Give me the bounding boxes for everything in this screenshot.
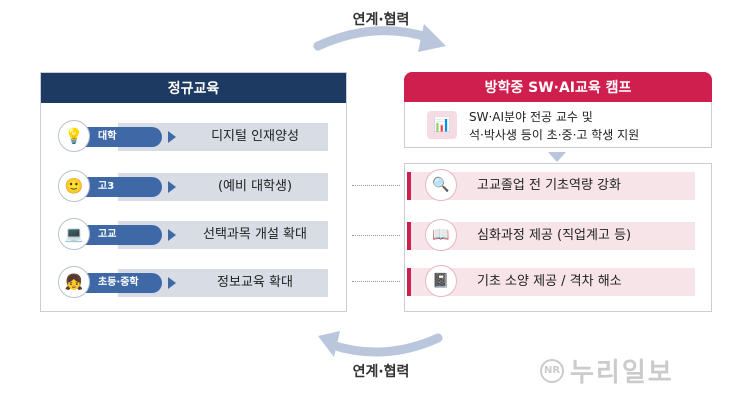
book-icon: 📖: [425, 219, 457, 251]
row-high-school-3: 고3 🙂 (예비 대학생): [58, 170, 328, 202]
dotted-connector: [352, 235, 400, 236]
level-pill: 고3: [70, 177, 162, 197]
row-university: 대학 💡 디지털 인재양성: [58, 120, 328, 152]
presentation-icon: 📊: [427, 111, 457, 139]
program-text: 고교졸업 전 기초역량 강화: [477, 178, 621, 193]
row-text: (예비 대학생): [217, 179, 293, 194]
bottom-arrow-head: [318, 331, 340, 357]
lightbulb-icon: 💡: [58, 120, 90, 152]
level-pill: 대학: [70, 127, 162, 147]
top-arrow-head: [418, 24, 446, 52]
notebook-icon: 📓: [425, 265, 457, 297]
down-arrow-icon: [548, 152, 566, 162]
play-arrow-icon: [168, 181, 176, 193]
watermark-mark: NR: [540, 358, 564, 383]
regular-education-panel: 정규교육 대학 💡 디지털 인재양성 고3 🙂 (예비 대학생) 고교 💻 선택…: [40, 72, 347, 312]
watermark-text: 누리일보: [570, 358, 674, 388]
program-row: 📖 심화과정 제공 (직업계고 등): [407, 219, 695, 251]
program-text: 기초 소양 제공 / 격차 해소: [477, 274, 622, 289]
support-line-1: SW·AI분야 전공 교수 및: [469, 110, 593, 124]
camp-programs-panel: 🔍 고교졸업 전 기초역량 강화 📖 심화과정 제공 (직업계고 등) 📓 기초…: [404, 163, 712, 312]
program-text: 심화과정 제공 (직업계고 등): [477, 228, 632, 243]
computer-icon: 💻: [58, 218, 90, 250]
row-text: 선택과목 개설 확대: [203, 227, 307, 242]
row-text: 디지털 인재양성: [211, 129, 299, 144]
row-elementary-middle: 초등·중학 👧 정보교육 확대: [58, 266, 328, 298]
bottom-link-label: 연계·협력: [352, 364, 410, 380]
watermark: NR 누리일보: [540, 352, 674, 389]
regular-education-title: 정규교육: [41, 73, 346, 103]
top-link-label: 연계·협력: [352, 12, 410, 28]
top-curved-arrow: [313, 26, 435, 51]
camp-title: 방학중 SW·AI교육 캠프: [404, 72, 712, 102]
level-pill: 초등·중학: [70, 273, 162, 293]
camp-support-box: 📊 SW·AI분야 전공 교수 및 석·박사생 등이 초·중·고 학생 지원: [404, 102, 712, 148]
support-line-2: 석·박사생 등이 초·중·고 학생 지원: [469, 128, 640, 142]
children-icon: 👧: [58, 266, 90, 298]
dotted-connector: [352, 281, 400, 282]
play-arrow-icon: [168, 277, 176, 289]
program-row: 📓 기초 소양 제공 / 격차 해소: [407, 265, 695, 297]
student-icon: 🙂: [58, 170, 90, 202]
bottom-curved-arrow: [327, 333, 443, 357]
play-arrow-icon: [168, 229, 176, 241]
play-arrow-icon: [168, 131, 176, 143]
row-high-school: 고교 💻 선택과목 개설 확대: [58, 218, 328, 250]
dotted-connector: [352, 185, 400, 186]
row-text: 정보교육 확대: [217, 275, 293, 290]
magnifier-screen-icon: 🔍: [425, 169, 457, 201]
level-pill: 고교: [70, 225, 162, 245]
program-row: 🔍 고교졸업 전 기초역량 강화: [407, 169, 695, 201]
